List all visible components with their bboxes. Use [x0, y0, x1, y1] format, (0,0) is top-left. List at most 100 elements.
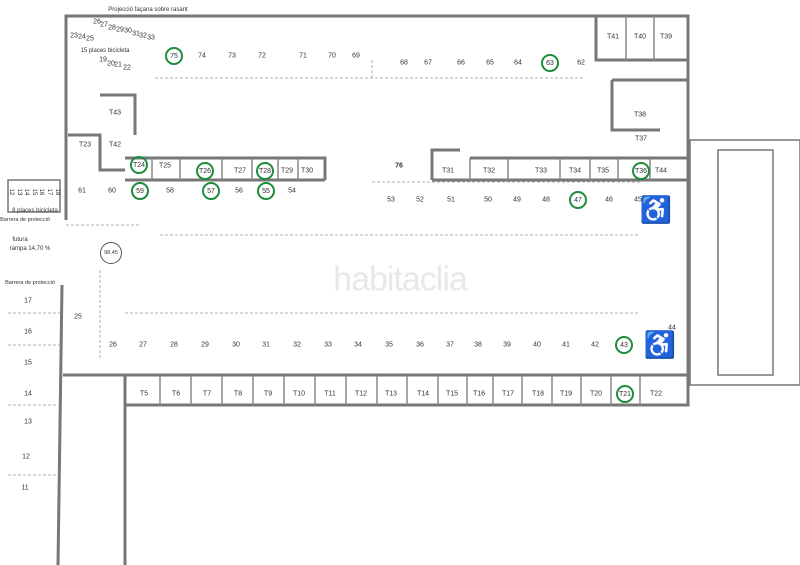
bike-space-30: 30: [124, 27, 132, 35]
bike-space-29: 29: [116, 26, 124, 34]
wheelchair-icon: ♿: [643, 329, 677, 360]
ramp-label-2: rampa 14,70 %: [9, 246, 51, 252]
bike-space-24: 24: [78, 33, 86, 41]
storage-room-T14: T14: [416, 390, 430, 398]
bike-space-33: 33: [147, 34, 155, 42]
parking-space-36: 36: [416, 341, 424, 349]
storage-room-T22: T22: [649, 390, 663, 398]
watermark: habitaclia: [333, 260, 468, 299]
storage-room-T44: T44: [654, 167, 668, 175]
storage-room-T33: T33: [534, 167, 548, 175]
storage-room-T16: T16: [472, 390, 486, 398]
bike-space-16: 16: [38, 188, 44, 196]
storage-room-T34: T34: [568, 167, 582, 175]
storage-room-T30: T30: [300, 167, 314, 175]
bike-space-27: 27: [100, 21, 108, 29]
storage-room-T41: T41: [606, 33, 620, 41]
storage-room-T13: T13: [384, 390, 398, 398]
level-marker: 98,45: [100, 242, 122, 264]
storage-room-T15: T15: [445, 390, 459, 398]
parking-space-57: 57: [202, 182, 220, 200]
bike-space-18: 18: [54, 188, 60, 196]
parking-space-31: 31: [262, 341, 270, 349]
parking-space-11: 11: [21, 484, 29, 492]
parking-space-72: 72: [258, 52, 266, 60]
bike-space-31: 31: [132, 30, 140, 38]
bike-space-21: 21: [114, 61, 122, 69]
parking-space-66: 66: [457, 59, 465, 67]
parking-space-61: 61: [78, 187, 86, 195]
storage-room-T43: T43: [108, 109, 122, 117]
storage-room-T18: T18: [531, 390, 545, 398]
storage-room-T6: T6: [171, 390, 181, 398]
storage-room-T10: T10: [292, 390, 306, 398]
parking-space-62: 62: [577, 59, 585, 67]
storage-room-T35: T35: [596, 167, 610, 175]
storage-room-T31: T31: [441, 167, 455, 175]
storage-room-T29: T29: [280, 167, 294, 175]
storage-room-T23: T23: [78, 141, 92, 149]
parking-space-40: 40: [533, 341, 541, 349]
storage-room-T20: T20: [589, 390, 603, 398]
parking-space-34: 34: [354, 341, 362, 349]
bike-space-23: 23: [70, 32, 78, 40]
parking-space-73: 73: [228, 52, 236, 60]
storage-room-T8: T8: [233, 390, 243, 398]
parking-space-47: 47: [569, 191, 587, 209]
parking-space-25: 25: [74, 313, 82, 321]
parking-space-59: 59: [131, 182, 149, 200]
parking-space-64: 64: [514, 59, 522, 67]
storage-room-T39: T39: [659, 33, 673, 41]
storage-room-T9: T9: [263, 390, 273, 398]
parking-space-54: 54: [288, 187, 296, 195]
bike-space-28: 28: [108, 24, 116, 32]
storage-room-T42: T42: [108, 141, 122, 149]
storage-room-T5: T5: [139, 390, 149, 398]
parking-space-12: 12: [22, 453, 30, 461]
parking-space-46: 46: [605, 196, 613, 204]
parking-space-69: 69: [352, 52, 360, 60]
parking-space-33: 33: [324, 341, 332, 349]
storage-room-T17: T17: [501, 390, 515, 398]
storage-room-T37: T37: [634, 135, 648, 143]
bike-space-32: 32: [139, 32, 147, 40]
storage-room-T28: T28: [256, 162, 274, 180]
bike-space-19: 19: [99, 56, 107, 64]
parking-space-68: 68: [400, 59, 408, 67]
wheelchair-icon: ♿: [639, 194, 673, 225]
parking-space-37: 37: [446, 341, 454, 349]
bike-space-12: 12: [8, 188, 14, 196]
parking-space-15: 15: [24, 359, 32, 367]
storage-room-T24: T24: [130, 156, 148, 174]
parking-space-74: 74: [198, 52, 206, 60]
storage-room-T40: T40: [633, 33, 647, 41]
parking-space-29: 29: [201, 341, 209, 349]
bike-top-label: 15 places bicicleta: [80, 48, 130, 54]
parking-space-63: 63: [541, 54, 559, 72]
parking-space-28: 28: [170, 341, 178, 349]
parking-space-52: 52: [416, 196, 424, 204]
parking-space-27: 27: [139, 341, 147, 349]
parking-space-65: 65: [486, 59, 494, 67]
storage-room-T19: T19: [559, 390, 573, 398]
storage-room-T12: T12: [354, 390, 368, 398]
facade-projection-label: Projecció façana sobre rasant: [108, 7, 188, 13]
parking-space-60: 60: [108, 187, 116, 195]
parking-space-45: 45: [634, 196, 642, 204]
storage-room-T25: T25: [158, 162, 172, 170]
storage-room-T11: T11: [324, 390, 336, 398]
parking-space-44: 44: [668, 324, 676, 332]
parking-space-14: 14: [24, 390, 32, 398]
parking-space-70: 70: [328, 52, 336, 60]
bike-space-13: 13: [16, 188, 22, 196]
ramp-label-1: futura: [12, 237, 28, 243]
bike-space-25: 25: [86, 35, 94, 43]
storage-room-T32: T32: [482, 167, 496, 175]
storage-room-T38: T38: [633, 111, 647, 119]
parking-space-39: 39: [503, 341, 511, 349]
parking-space-55: 55: [257, 182, 275, 200]
parking-space-56: 56: [235, 187, 243, 195]
parking-space-48: 48: [542, 196, 550, 204]
